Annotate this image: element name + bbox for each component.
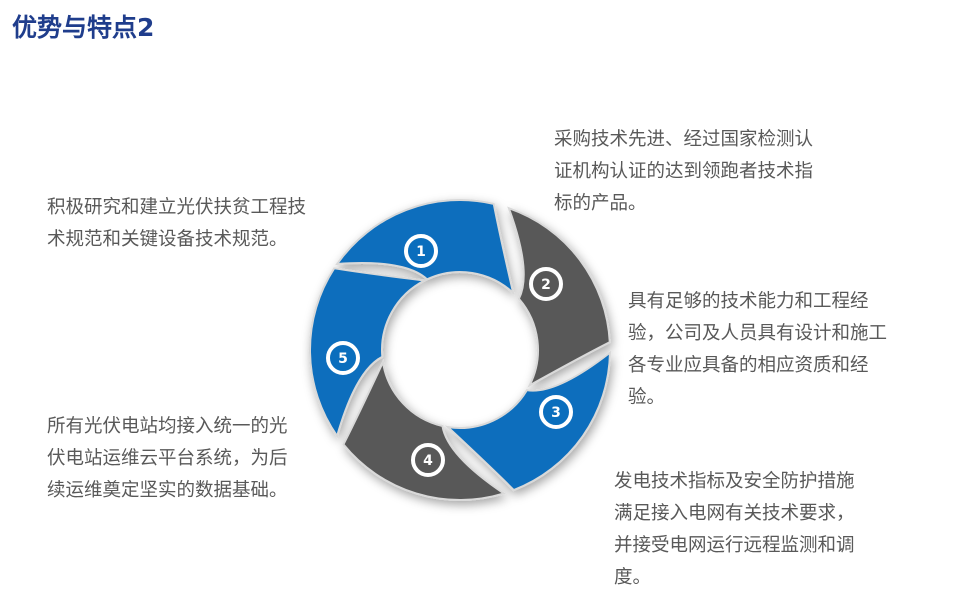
text-item-right-bottom: 发电技术指标及安全防护措施满足接入电网有关技术要求，并接受电网运行远程监测和调度… — [614, 471, 855, 588]
cycle-segment-5 — [309, 267, 428, 439]
text-item-right-middle: 具有足够的技术能力和工程经验，公司及人员具有设计和施工各专业应具备的相应资质和经… — [628, 291, 888, 408]
step-number: 3 — [551, 405, 561, 421]
step-number: 2 — [541, 277, 551, 293]
step-number: 4 — [423, 453, 433, 469]
text-item-1: 采购技术先进、经过国家检测认证机构认证的达到领跑者技术指标的产品。 — [554, 129, 814, 214]
step-badge-5: 5 — [326, 341, 360, 375]
text-item-left-top: 积极研究和建立光伏扶贫工程技术规范和关键设备技术规范。 — [47, 197, 307, 250]
cycle-segment-3 — [444, 350, 612, 492]
cycle-segment-4 — [342, 358, 507, 501]
text-item-left-bottom: 所有光伏电站均接入统一的光伏电站运维云平台系统，为后续运维奠定坚实的数据基础。 — [47, 416, 288, 501]
step-number: 1 — [416, 244, 426, 260]
cycle-segment-2 — [507, 206, 611, 388]
step-badge-1: 1 — [404, 234, 438, 268]
page-title: 优势与特点2 — [12, 13, 155, 42]
step-badge-2: 2 — [529, 267, 563, 301]
step-number: 5 — [338, 351, 348, 367]
step-badge-3: 3 — [539, 395, 573, 429]
step-badge-4: 4 — [411, 443, 445, 477]
